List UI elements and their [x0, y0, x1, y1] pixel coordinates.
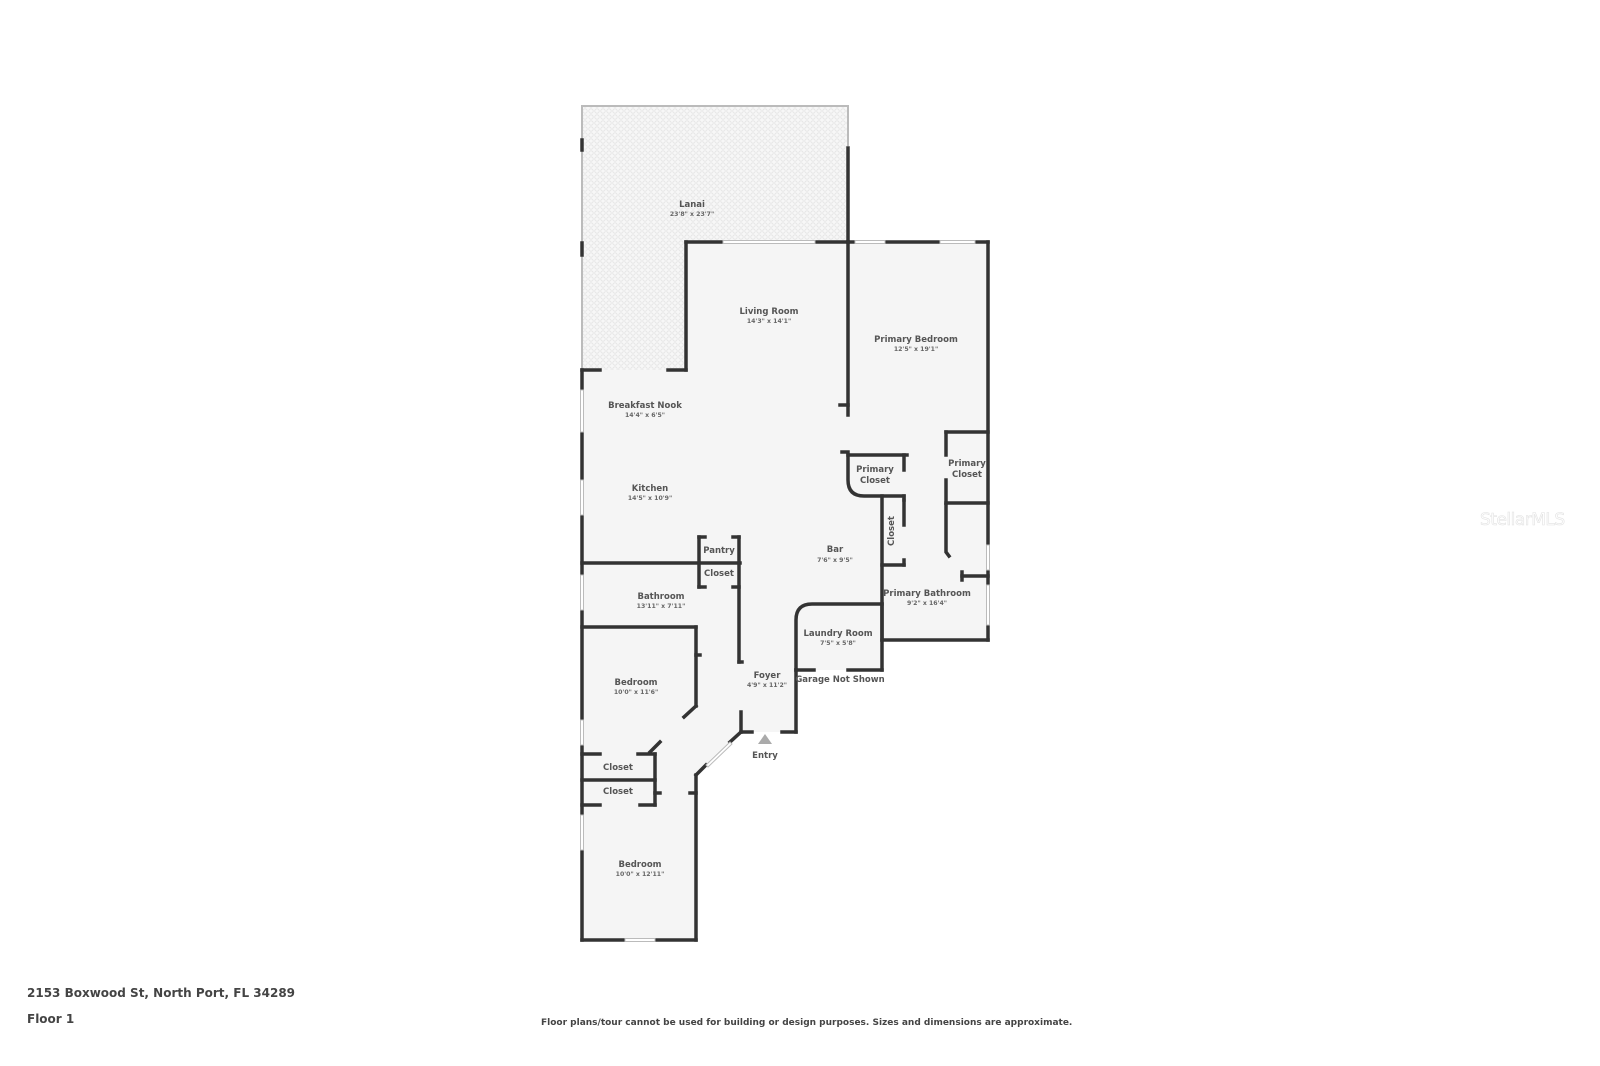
- room-closet-bed-2-name: Closet: [603, 787, 633, 797]
- disclaimer-text: Floor plans/tour cannot be used for buil…: [541, 1018, 1073, 1028]
- room-breakfast-nook-name: Breakfast Nook: [608, 401, 682, 411]
- room-laundry-dims: 7'5" x 5'8": [820, 640, 856, 647]
- room-lanai-name: Lanai: [679, 200, 705, 210]
- room-bedroom-1-name: Bedroom: [614, 678, 657, 688]
- room-pantry-name: Pantry: [703, 546, 735, 556]
- room-kitchen-name: Kitchen: [632, 484, 668, 494]
- room-foyer-name: Foyer: [754, 671, 782, 681]
- floor-label: Floor 1: [27, 1012, 75, 1026]
- room-bedroom-2-name: Bedroom: [618, 860, 661, 870]
- room-living-room-dims: 14'3" x 14'1": [747, 318, 791, 325]
- room-bedroom-1-dims: 10'0" x 11'6": [614, 689, 658, 696]
- room-bar-name: Bar: [827, 545, 844, 555]
- room-bar-dims: 7'6" x 9'5": [817, 557, 853, 564]
- room-closet-vertical-name: Closet: [887, 516, 897, 546]
- room-primary-closet-2-line1: Primary: [948, 459, 986, 469]
- room-laundry-name: Laundry Room: [803, 629, 872, 639]
- room-primary-closet-1-line2: Closet: [860, 476, 890, 486]
- garage-not-shown-label: Garage Not Shown: [795, 675, 884, 685]
- entry-label: Entry: [752, 751, 778, 761]
- room-primary-closet-2-line2: Closet: [952, 470, 982, 480]
- room-primary-bathroom-name: Primary Bathroom: [883, 589, 971, 599]
- interior-floor: [582, 242, 988, 940]
- walls: [580, 105, 990, 942]
- room-bathroom-dims: 13'11" x 7'11": [637, 603, 686, 610]
- room-bathroom-name: Bathroom: [637, 592, 684, 602]
- room-primary-bathroom-dims: 9'2" x 16'4": [907, 600, 947, 607]
- room-primary-closet-1-line1: Primary: [856, 465, 894, 475]
- room-lanai-dims: 23'8" x 23'7": [670, 211, 714, 218]
- room-kitchen-dims: 14'5" x 10'9": [628, 495, 672, 502]
- room-living-room-name: Living Room: [740, 307, 799, 317]
- room-closet-kitchen-name: Closet: [704, 569, 734, 579]
- lanai-area: [582, 106, 848, 370]
- room-bedroom-2-dims: 10'0" x 12'11": [616, 871, 665, 878]
- watermark-logo: StellarMLS: [1480, 510, 1566, 531]
- room-breakfast-nook-dims: 14'4" x 6'5": [625, 412, 665, 419]
- room-foyer-dims: 4'9" x 11'2": [747, 682, 787, 689]
- property-address: 2153 Boxwood St, North Port, FL 34289: [27, 986, 296, 1000]
- room-primary-bedroom-name: Primary Bedroom: [874, 335, 958, 345]
- room-primary-bedroom-dims: 12'5" x 19'1": [894, 346, 938, 353]
- windows: [580, 240, 990, 942]
- room-labels: Lanai 23'8" x 23'7" Living Room 14'3" x …: [603, 200, 986, 878]
- entry-arrow-icon: [758, 734, 772, 744]
- room-closet-bed-1-name: Closet: [603, 763, 633, 773]
